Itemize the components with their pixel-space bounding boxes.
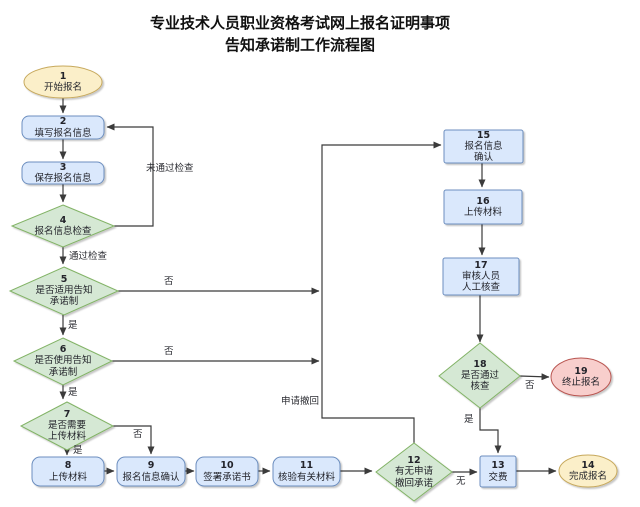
edges	[59, 98, 557, 476]
edge-withdraw-to-info-confirm	[321, 141, 442, 443]
node-17-review-shape	[442, 257, 520, 296]
edge-pass-check-no-branch	[519, 373, 550, 381]
node-19-terminate-shape	[550, 357, 612, 397]
node-13-pay-shape	[479, 455, 517, 488]
node-2-fill-info-shape	[21, 115, 105, 140]
node-4-info-check-shape	[10, 204, 116, 248]
node-3-save-info-shape	[21, 161, 105, 185]
node-14-finish-shape	[558, 454, 618, 488]
page-title-line2: 告知承诺制工作流程图	[224, 35, 375, 54]
edge-pass-check-yes-branch	[479, 408, 502, 454]
page-title-line1: 专业技术人员职业资格考试网上报名证明事项	[149, 14, 450, 32]
edge-check-fail-loop	[106, 123, 154, 227]
node-16-upload2-shape	[443, 189, 523, 225]
node-18-pass-check-shape	[438, 342, 521, 409]
node-11-verify-shape	[272, 456, 341, 487]
edge-need-upload-no-branch	[113, 425, 155, 455]
node-10-sign-shape	[195, 456, 259, 487]
node-15-info-confirm-shape	[443, 129, 524, 164]
node-5-apply-commit-shape	[8, 266, 120, 316]
node-7-need-upload-shape	[19, 401, 115, 451]
shapes	[8, 65, 618, 502]
node-1-start-shape	[23, 65, 103, 99]
node-9-confirm-shape	[116, 456, 186, 487]
node-12-withdraw-shape	[375, 442, 453, 502]
page-title: 专业技术人员职业资格考试网上报名证明事项 告知承诺制工作流程图	[0, 13, 600, 57]
node-6-use-commit-shape	[12, 337, 114, 386]
node-8-upload-shape	[31, 456, 105, 487]
